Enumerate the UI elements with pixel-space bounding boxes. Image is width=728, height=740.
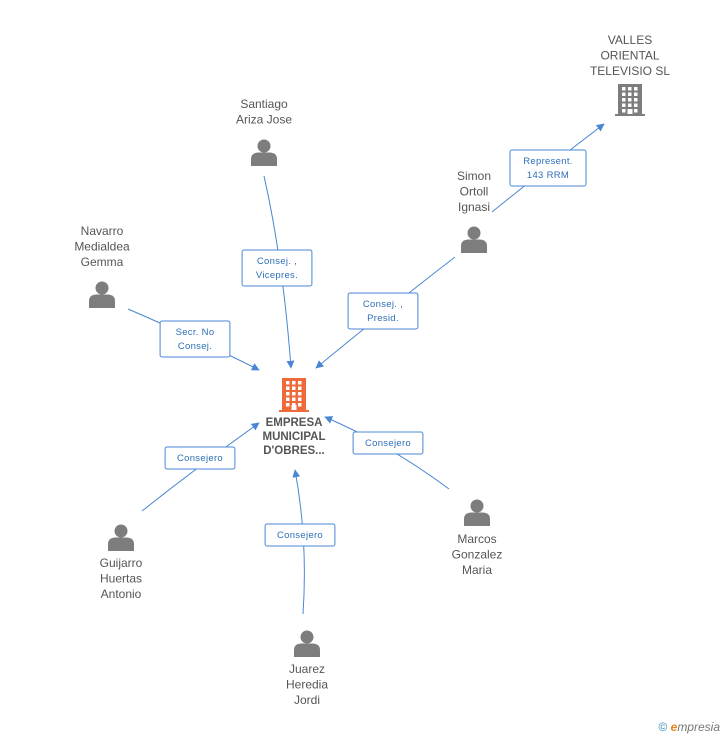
brand-logo: empresia	[670, 720, 720, 734]
person-icon	[89, 281, 115, 308]
nodes-layer: EMPRESA MUNICIPAL D'OBRES... SantiagoAriza …	[74, 33, 670, 707]
building-icon	[279, 378, 309, 412]
edge-label-text: Vicepres.	[256, 270, 298, 281]
node-label: Ariza Jose	[236, 113, 292, 127]
person-icon	[294, 630, 320, 657]
copyright-notice[interactable]: © empresia	[658, 720, 720, 734]
edge-label-simon[interactable]: Represent. 143 RRM	[509, 149, 587, 187]
node-label: Huertas	[100, 572, 142, 586]
edge-label-text: Consej.	[178, 341, 212, 352]
edge-label-simon[interactable]: Consej. , Presid.	[347, 292, 419, 330]
edge-label-box	[352, 431, 424, 455]
node-center-company[interactable]: EMPRESA MUNICIPAL D'OBRES...	[262, 378, 326, 457]
node-label: VALLES	[608, 33, 652, 47]
edge-label-guijarro[interactable]: Consejero	[164, 446, 236, 470]
edge-label-box	[264, 523, 336, 547]
edge-label-text: Consejero	[365, 438, 411, 449]
edge-label-text: Consejero	[277, 530, 323, 541]
center-company-name: MUNICIPAL	[262, 431, 325, 443]
edge-label-box	[509, 149, 587, 187]
node-label: Medialdea	[74, 240, 130, 254]
edge-label-text: Consej. ,	[257, 256, 297, 267]
node-label: Navarro	[81, 224, 124, 238]
person-icon	[251, 139, 277, 166]
center-company-name: D'OBRES...	[263, 445, 325, 457]
edge-label-santiago[interactable]: Consej. , Vicepres.	[241, 249, 313, 287]
edge-labels-layer: Consej. , Vicepres. Secr. No Consej. Consej.…	[159, 149, 587, 547]
edges-layer	[127, 123, 605, 615]
edge-label-juarez[interactable]: Consejero	[264, 523, 336, 547]
node-label: Marcos	[457, 532, 496, 546]
edge-label-text: Consejero	[177, 453, 223, 464]
edge-label-marcos[interactable]: Consejero	[352, 431, 424, 455]
edge-label-box	[241, 249, 313, 287]
node-label: Jordi	[294, 693, 320, 707]
edge-label-text: Represent.	[523, 156, 572, 167]
edge-label-text: Secr. No	[176, 327, 215, 338]
node-label: Santiago	[240, 97, 288, 111]
node-label: Ortoll	[460, 185, 489, 199]
node-label: Maria	[462, 563, 492, 577]
edge-label-text: 143 RRM	[527, 170, 569, 181]
person-icon	[108, 524, 134, 551]
edge-label-box	[347, 292, 419, 330]
node-label: Juarez	[289, 662, 325, 676]
person-icon	[464, 499, 490, 526]
node-label: TELEVISIO SL	[590, 64, 670, 78]
edge-label-box	[159, 320, 231, 358]
node-label: Ignasi	[458, 200, 490, 214]
edge-label-text: Presid.	[367, 313, 399, 324]
node-label: Gonzalez	[452, 548, 503, 562]
building-icon	[615, 84, 645, 116]
node-label: Heredia	[286, 678, 328, 692]
node-label: ORIENTAL	[600, 49, 659, 63]
node-label: Guijarro	[100, 556, 143, 570]
edge-label-navarro[interactable]: Secr. No Consej.	[159, 320, 231, 358]
node-label: Antonio	[101, 587, 142, 601]
edge-label-text: Consej. ,	[363, 299, 403, 310]
node-label: Gemma	[81, 255, 124, 269]
person-icon	[461, 226, 487, 253]
center-company-name: EMPRESA	[266, 417, 323, 429]
copyright-symbol: ©	[658, 720, 668, 734]
node-label: Simon	[457, 169, 491, 183]
edge-label-box	[164, 446, 236, 470]
